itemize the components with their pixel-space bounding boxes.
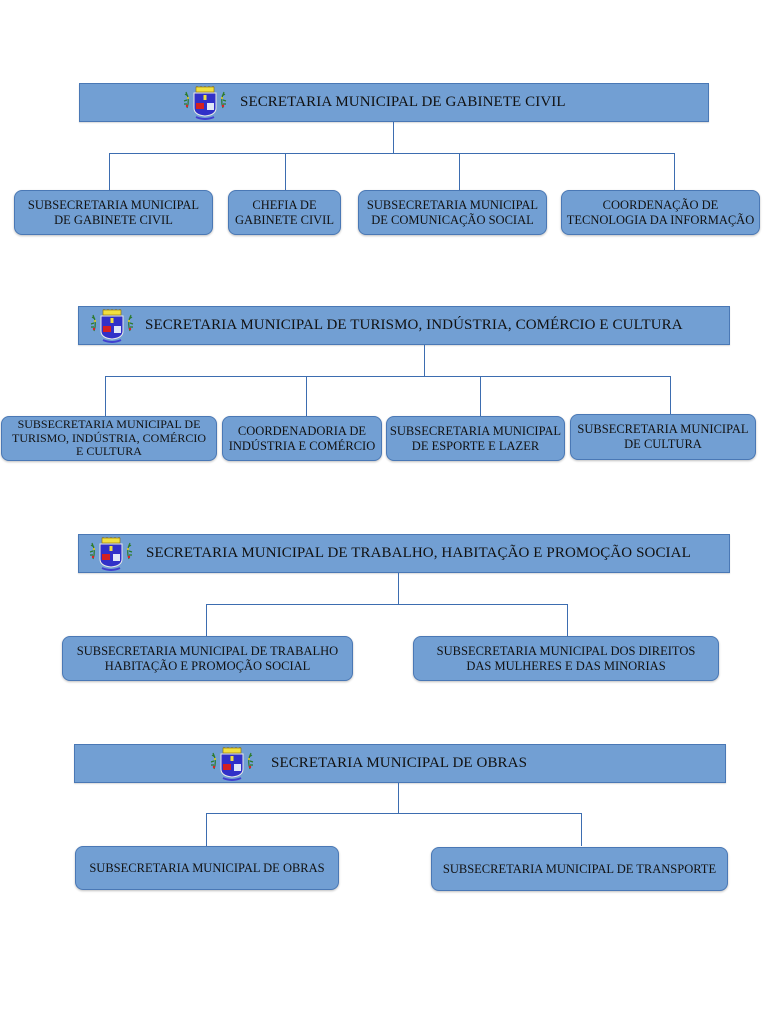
municipal-coat-of-arms-icon (89, 309, 135, 343)
connector-line (206, 813, 581, 815)
org-unit-box: SUBSECRETARIA MUNICIPAL DE TRANSPORTE (431, 847, 728, 891)
org-header-gabinete-civil: SECRETARIA MUNICIPAL DE GABINETE CIVIL (79, 83, 709, 122)
org-header-obras: SECRETARIA MUNICIPAL DE OBRAS (74, 744, 726, 783)
org-unit-label: COORDENAÇÃO DE TECNOLOGIA DA INFORMAÇÃO (566, 198, 755, 227)
connector-line (206, 604, 208, 636)
org-unit-box: SUBSECRETARIA MUNICIPAL DE TRABALHO HABI… (62, 636, 353, 681)
org-header-title: SECRETARIA MUNICIPAL DE OBRAS (271, 755, 528, 771)
connector-line (424, 345, 426, 376)
connector-line (398, 783, 400, 813)
connector-line (306, 376, 308, 416)
org-unit-label: SUBSECRETARIA MUNICIPAL DE ESPORTE E LAZ… (389, 424, 562, 453)
org-header-title: SECRETARIA MUNICIPAL DE TRABALHO, HABITA… (146, 545, 691, 561)
org-unit-box: SUBSECRETARIA MUNICIPAL DE ESPORTE E LAZ… (386, 416, 565, 461)
connector-line (398, 573, 400, 604)
municipal-coat-of-arms-icon (209, 747, 255, 781)
connector-line (206, 604, 567, 606)
org-unit-box: SUBSECRETARIA MUNICIPAL DOS DIREITOS DAS… (413, 636, 719, 681)
org-header-title: SECRETARIA MUNICIPAL DE TURISMO, INDÚSTR… (145, 317, 683, 333)
org-unit-label: SUBSECRETARIA MUNICIPAL DE TURISMO, INDÚ… (11, 417, 206, 459)
municipal-coat-of-arms-icon (182, 86, 228, 120)
connector-line (105, 376, 670, 378)
connector-line (109, 153, 111, 190)
connector-line (674, 153, 676, 190)
connector-line (459, 153, 461, 190)
org-unit-box: COORDENAÇÃO DE TECNOLOGIA DA INFORMAÇÃO (561, 190, 760, 235)
org-unit-label: COORDENADORIA DE INDÚSTRIA E COMÉRCIO (228, 424, 376, 453)
municipal-coat-of-arms-icon (88, 537, 134, 571)
org-unit-label: SUBSECRETARIA MUNICIPAL DE OBRAS (89, 860, 325, 875)
org-unit-box: SUBSECRETARIA MUNICIPAL DE OBRAS (75, 846, 339, 890)
org-unit-label: CHEFIA DE GABINETE CIVIL (235, 198, 334, 227)
org-unit-label: SUBSECRETARIA MUNICIPAL DE TRANSPORTE (442, 861, 717, 876)
org-unit-label: SUBSECRETARIA MUNICIPAL DE COMUNICAÇÃO S… (366, 198, 539, 227)
connector-line (480, 376, 482, 416)
org-header-trabalho: SECRETARIA MUNICIPAL DE TRABALHO, HABITA… (78, 534, 730, 573)
connector-line (109, 153, 675, 155)
org-unit-label: SUBSECRETARIA MUNICIPAL DE TRABALHO HABI… (76, 644, 339, 673)
connector-line (393, 122, 395, 153)
org-unit-box: SUBSECRETARIA MUNICIPAL DE CULTURA (570, 414, 756, 460)
org-unit-label: SUBSECRETARIA MUNICIPAL DE GABINETE CIVI… (27, 198, 200, 227)
org-header-title: SECRETARIA MUNICIPAL DE GABINETE CIVIL (240, 94, 566, 110)
org-unit-box: SUBSECRETARIA MUNICIPAL DE TURISMO, INDÚ… (1, 416, 217, 461)
org-unit-box: CHEFIA DE GABINETE CIVIL (228, 190, 341, 235)
connector-line (670, 376, 672, 414)
connector-line (105, 376, 107, 416)
org-unit-box: SUBSECRETARIA MUNICIPAL DE GABINETE CIVI… (14, 190, 213, 235)
org-unit-box: SUBSECRETARIA MUNICIPAL DE COMUNICAÇÃO S… (358, 190, 547, 235)
org-unit-box: COORDENADORIA DE INDÚSTRIA E COMÉRCIO (222, 416, 382, 461)
org-unit-label: SUBSECRETARIA MUNICIPAL DOS DIREITOS DAS… (436, 644, 696, 673)
connector-line (567, 604, 569, 636)
org-unit-label: SUBSECRETARIA MUNICIPAL DE CULTURA (577, 422, 749, 451)
connector-line (206, 813, 208, 846)
connector-line (285, 153, 287, 190)
org-header-turismo: SECRETARIA MUNICIPAL DE TURISMO, INDÚSTR… (78, 306, 730, 345)
connector-line (581, 813, 583, 846)
